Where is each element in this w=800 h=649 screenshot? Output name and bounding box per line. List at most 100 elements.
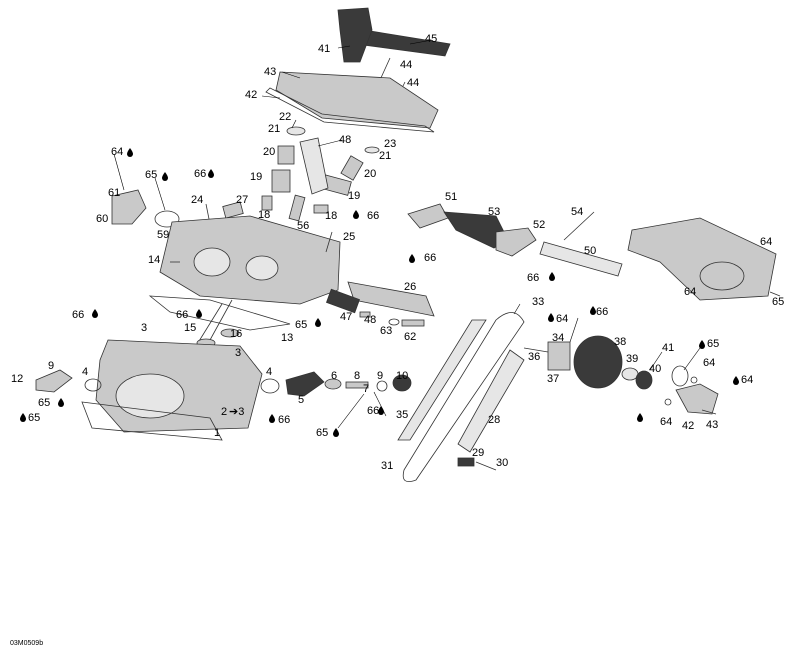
head-port-1 (193, 247, 231, 277)
retainer-17 (261, 195, 273, 211)
callout-17a: 18 (258, 209, 270, 221)
callout-11: 9 (48, 360, 54, 372)
callout-14: 14 (148, 254, 160, 266)
callout-34: 37 (547, 373, 559, 385)
callout-49: 41 (318, 43, 330, 55)
part-37 (635, 370, 653, 390)
retainer-17b (313, 204, 329, 214)
callout-43: 50 (584, 245, 596, 257)
callout-61: 64 (760, 236, 772, 248)
callout-28: 30 (496, 457, 508, 469)
callout-19a: 19 (250, 171, 262, 183)
callout-57: 61 (108, 187, 120, 199)
callout-22: 24 (191, 194, 203, 206)
hose-49 (337, 7, 373, 63)
callout-29: 31 (381, 460, 393, 472)
head-port-2 (245, 255, 279, 281)
callout-37: 40 (649, 363, 661, 375)
callout-25: 27 (236, 194, 248, 206)
part-27 (457, 457, 475, 467)
callout-7: 7 (363, 383, 369, 395)
callout-20a: 21 (268, 123, 280, 135)
o-ring-55 (154, 210, 180, 228)
o-ring-63a (690, 376, 698, 384)
callout-26: 28 (488, 414, 500, 426)
callout-15: 15 (184, 322, 196, 334)
callout-46: 54 (571, 206, 583, 218)
callout-59: 63 (380, 325, 392, 337)
callout-64a: 64 (111, 146, 123, 158)
callout-2: 2 (221, 406, 227, 418)
callout-24: 26 (404, 281, 416, 293)
sprocket-35 (573, 335, 623, 389)
callout-40: 43 (706, 419, 718, 431)
callout-66e: 66 (72, 309, 84, 321)
callout-66c: 66 (424, 252, 436, 264)
callout-63b: 64 (660, 416, 672, 428)
callout-19b: 19 (348, 190, 360, 202)
spring-18b (340, 155, 364, 181)
part-41 (325, 288, 361, 314)
head-gasket-13 (148, 295, 291, 331)
callout-58: 62 (404, 331, 416, 343)
valve-head-16 (220, 328, 240, 338)
callout-55: 59 (157, 229, 169, 241)
shaft-43 (539, 241, 623, 277)
lubricant-symbols (20, 148, 739, 437)
gasket-50 (265, 87, 435, 133)
callout-36: 39 (626, 353, 638, 365)
callout-labels: 45 41 44 43 44 42 22 21 48 23 21 64 20 6… (11, 33, 784, 472)
cover-5 (285, 371, 325, 397)
callout-52: 44 (400, 59, 412, 71)
part-34 (547, 341, 571, 371)
callout-33: 36 (528, 351, 540, 363)
cap-10 (392, 374, 412, 392)
drawing-code: 03M0509b (10, 640, 43, 647)
timing-chain-29 (402, 312, 525, 483)
callout-65d: 65 (38, 397, 50, 409)
callout-23: 25 (343, 231, 355, 243)
callout-41: 47 (340, 311, 352, 323)
callout-12: 12 (11, 373, 23, 385)
callout-44a: 51 (445, 191, 457, 203)
callout-1: 1 (214, 427, 220, 439)
callout-4a: 4 (82, 366, 88, 378)
callout-66a: 66 (194, 168, 206, 180)
chain-guide-32 (397, 319, 487, 441)
callout-39: 42 (682, 420, 694, 432)
callout-8: 8 (354, 370, 360, 382)
callout-65a: 65 (145, 169, 157, 181)
bolt-62 (769, 291, 781, 297)
callout-32: 35 (396, 409, 408, 421)
callout-30: 33 (532, 296, 544, 308)
bracket-25 (222, 201, 244, 219)
callout-51: 43 (264, 66, 276, 78)
o-ring-4b (260, 378, 280, 394)
pin-33 (523, 347, 549, 353)
callout-21b: 23 (384, 138, 396, 150)
rocker-44 (407, 203, 449, 229)
callout-2-to-3: ➔3 (229, 406, 244, 418)
callout-65b: 65 (295, 319, 307, 331)
callout-66f: 66 (176, 309, 188, 321)
callout-50: 42 (245, 89, 257, 101)
callout-66b: 66 (367, 210, 379, 222)
washer-36 (621, 367, 639, 381)
callout-64e: 65 (316, 427, 328, 439)
callout-47: 48 (339, 134, 351, 146)
valve-15b (195, 303, 223, 347)
housing-56 (111, 189, 147, 225)
bolt-52 (379, 57, 391, 81)
bolt-28 (475, 461, 497, 471)
callout-27: 29 (472, 447, 484, 459)
callout-17b: 18 (325, 210, 337, 222)
callout-20b: 21 (379, 150, 391, 162)
tube-47 (299, 137, 329, 195)
part-39 (675, 383, 719, 415)
callout-3b: 3 (235, 347, 241, 359)
callout-5: 5 (298, 394, 304, 406)
o-ring-63b (664, 398, 672, 406)
callout-56: 60 (96, 213, 108, 225)
callout-13: 13 (281, 332, 293, 344)
